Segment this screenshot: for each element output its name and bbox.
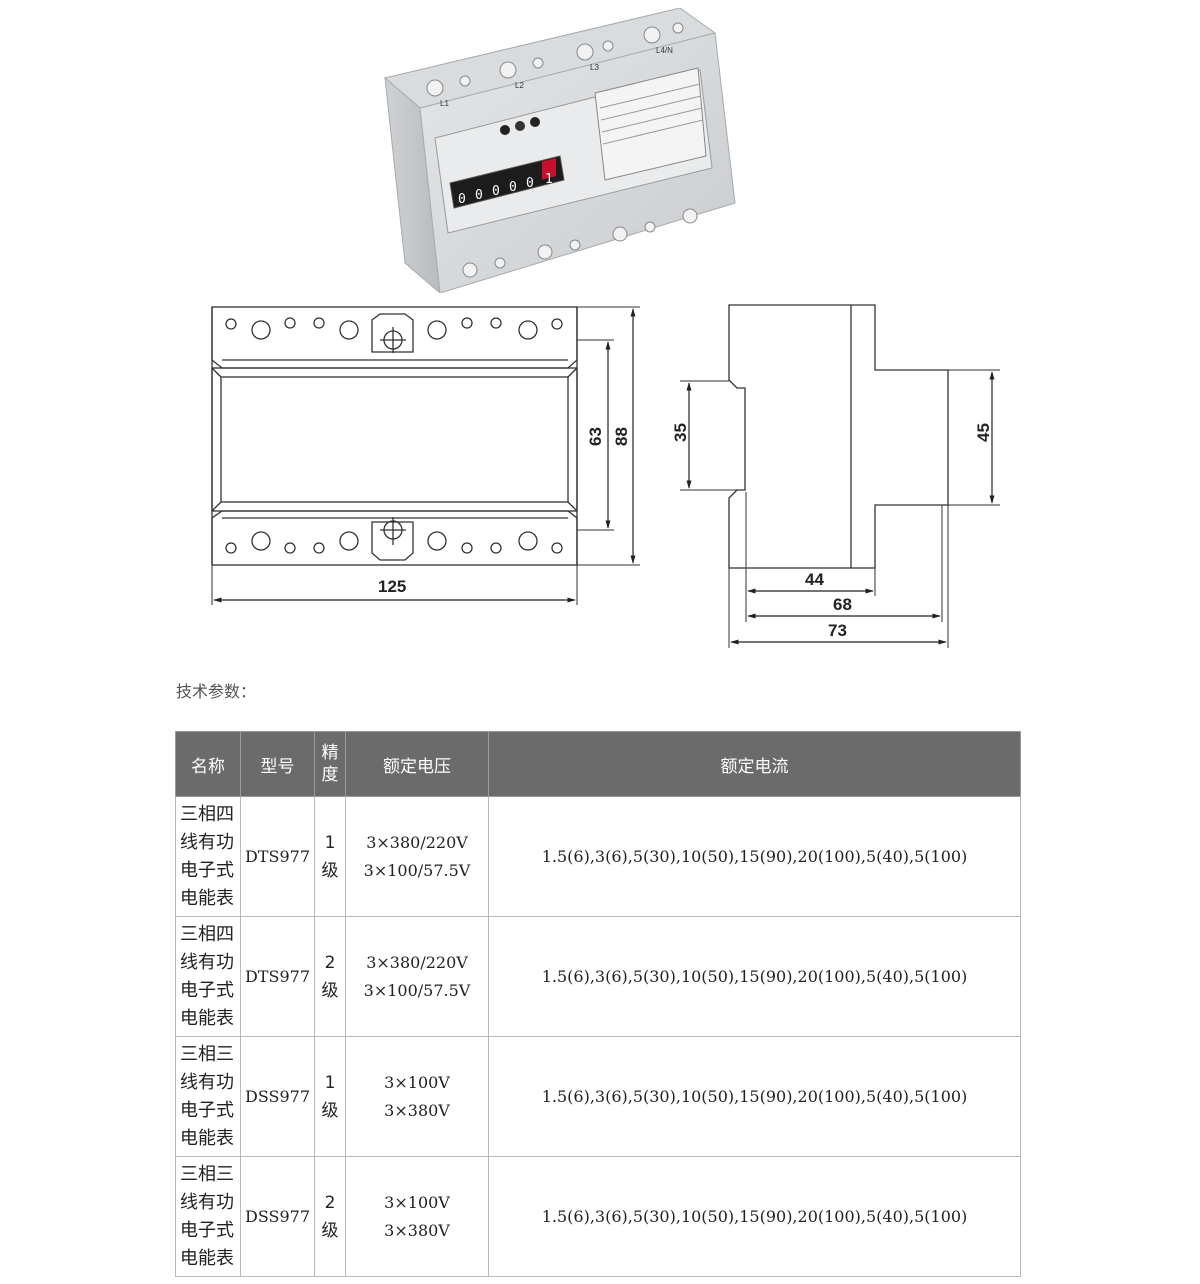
cell-voltage: 3×100V 3×380V — [345, 1156, 490, 1277]
cell-voltage: 3×380/220V 3×100/57.5V — [345, 796, 490, 917]
cell-name: 三相四 线有功 电子式 电能表 — [175, 796, 241, 917]
counter-digit-red: 1 — [545, 172, 553, 187]
dim-height-88: 88 — [612, 427, 631, 446]
table-row: 三相四 线有功 电子式 电能表 DTS977 1 级 3×380/220V 3×… — [175, 796, 1021, 917]
cell-model: DSS977 — [239, 1156, 316, 1277]
dim-step-45: 45 — [974, 423, 993, 442]
dim-height-63: 63 — [586, 427, 605, 446]
cell-current: 1.5(6),3(6),5(30),10(50),15(90),20(100),… — [488, 796, 1021, 917]
cell-voltage: 3×380/220V 3×100/57.5V — [345, 916, 490, 1037]
dim-depth-44: 44 — [805, 570, 824, 589]
header-grade: 精 度 — [314, 731, 347, 797]
header-model: 型号 — [239, 731, 316, 797]
terminal-label-l1: L1 — [440, 99, 449, 108]
cell-voltage-text: 3×380/220V 3×100/57.5V — [363, 952, 471, 1000]
cell-voltage-text: 3×380/220V 3×100/57.5V — [363, 832, 471, 880]
cell-name: 三相三 线有功 电子式 电能表 — [175, 1156, 241, 1277]
counter-digit: 0 — [458, 192, 466, 207]
table-header-row: 名称 型号 精 度 额定电压 额定电流 — [175, 731, 1021, 797]
terminal-label-l2: L2 — [515, 81, 524, 90]
cell-voltage-text: 3×100V 3×380V — [384, 1072, 450, 1120]
table-row: 三相四 线有功 电子式 电能表 DTS977 2 级 3×380/220V 3×… — [175, 916, 1021, 1037]
counter-digit: 0 — [475, 188, 483, 203]
dimension-drawing: 125 63 88 35 45 44 68 73 — [211, 304, 1000, 648]
cell-grade-text: 1 级 — [321, 1072, 339, 1121]
cell-current: 1.5(6),3(6),5(30),10(50),15(90),20(100),… — [488, 916, 1021, 1037]
cell-grade: 2 级 — [314, 916, 347, 1037]
cell-voltage-text: 3×100V 3×380V — [384, 1192, 450, 1240]
cell-current: 1.5(6),3(6),5(30),10(50),15(90),20(100),… — [488, 1036, 1021, 1157]
terminal-label-l4n: L4/N — [656, 46, 673, 55]
dim-rail-35: 35 — [671, 423, 690, 442]
cell-grade: 2 级 — [314, 1156, 347, 1277]
tech-params-table: 名称 型号 精 度 额定电压 额定电流 三相四 线有功 电子式 电能表 DTS9… — [175, 731, 1021, 1277]
cell-name-text: 三相四 线有功 电子式 电能表 — [180, 803, 234, 909]
cell-grade-text: 1 级 — [321, 832, 339, 881]
section-label-tech-params: 技术参数： — [176, 682, 257, 701]
cell-grade-text: 2 级 — [321, 952, 339, 1001]
cell-grade: 1 级 — [314, 796, 347, 917]
counter-digit: 0 — [526, 176, 534, 191]
header-grade-text: 精 度 — [321, 743, 339, 785]
cell-model: DTS977 — [239, 916, 316, 1037]
header-name: 名称 — [175, 731, 241, 797]
table-row: 三相三 线有功 电子式 电能表 DSS977 2 级 3×100V 3×380V… — [175, 1156, 1021, 1277]
cell-name-text: 三相三 线有功 电子式 电能表 — [180, 1163, 234, 1269]
counter-digit: 0 — [492, 184, 500, 199]
dim-width-125: 125 — [378, 577, 406, 596]
cell-voltage: 3×100V 3×380V — [345, 1036, 490, 1157]
product-photo: L1 L2 L3 L4/N 0 0 0 0 0 1 — [383, 8, 736, 293]
cell-name: 三相四 线有功 电子式 电能表 — [175, 916, 241, 1037]
cell-grade: 1 级 — [314, 1036, 347, 1157]
counter-digit: 0 — [509, 180, 517, 195]
terminal-label-l3: L3 — [590, 63, 599, 72]
cell-name-text: 三相四 线有功 电子式 电能表 — [180, 923, 234, 1029]
header-current: 额定电流 — [488, 731, 1021, 797]
cell-current: 1.5(6),3(6),5(30),10(50),15(90),20(100),… — [488, 1156, 1021, 1277]
cell-name: 三相三 线有功 电子式 电能表 — [175, 1036, 241, 1157]
header-voltage: 额定电压 — [345, 731, 490, 797]
cell-name-text: 三相三 线有功 电子式 电能表 — [180, 1043, 234, 1149]
cell-model: DSS977 — [239, 1036, 316, 1157]
dim-depth-68: 68 — [833, 595, 852, 614]
cell-model: DTS977 — [239, 796, 316, 917]
table-row: 三相三 线有功 电子式 电能表 DSS977 1 级 3×100V 3×380V… — [175, 1036, 1021, 1157]
cell-grade-text: 2 级 — [321, 1192, 339, 1241]
dim-depth-73: 73 — [828, 621, 847, 640]
